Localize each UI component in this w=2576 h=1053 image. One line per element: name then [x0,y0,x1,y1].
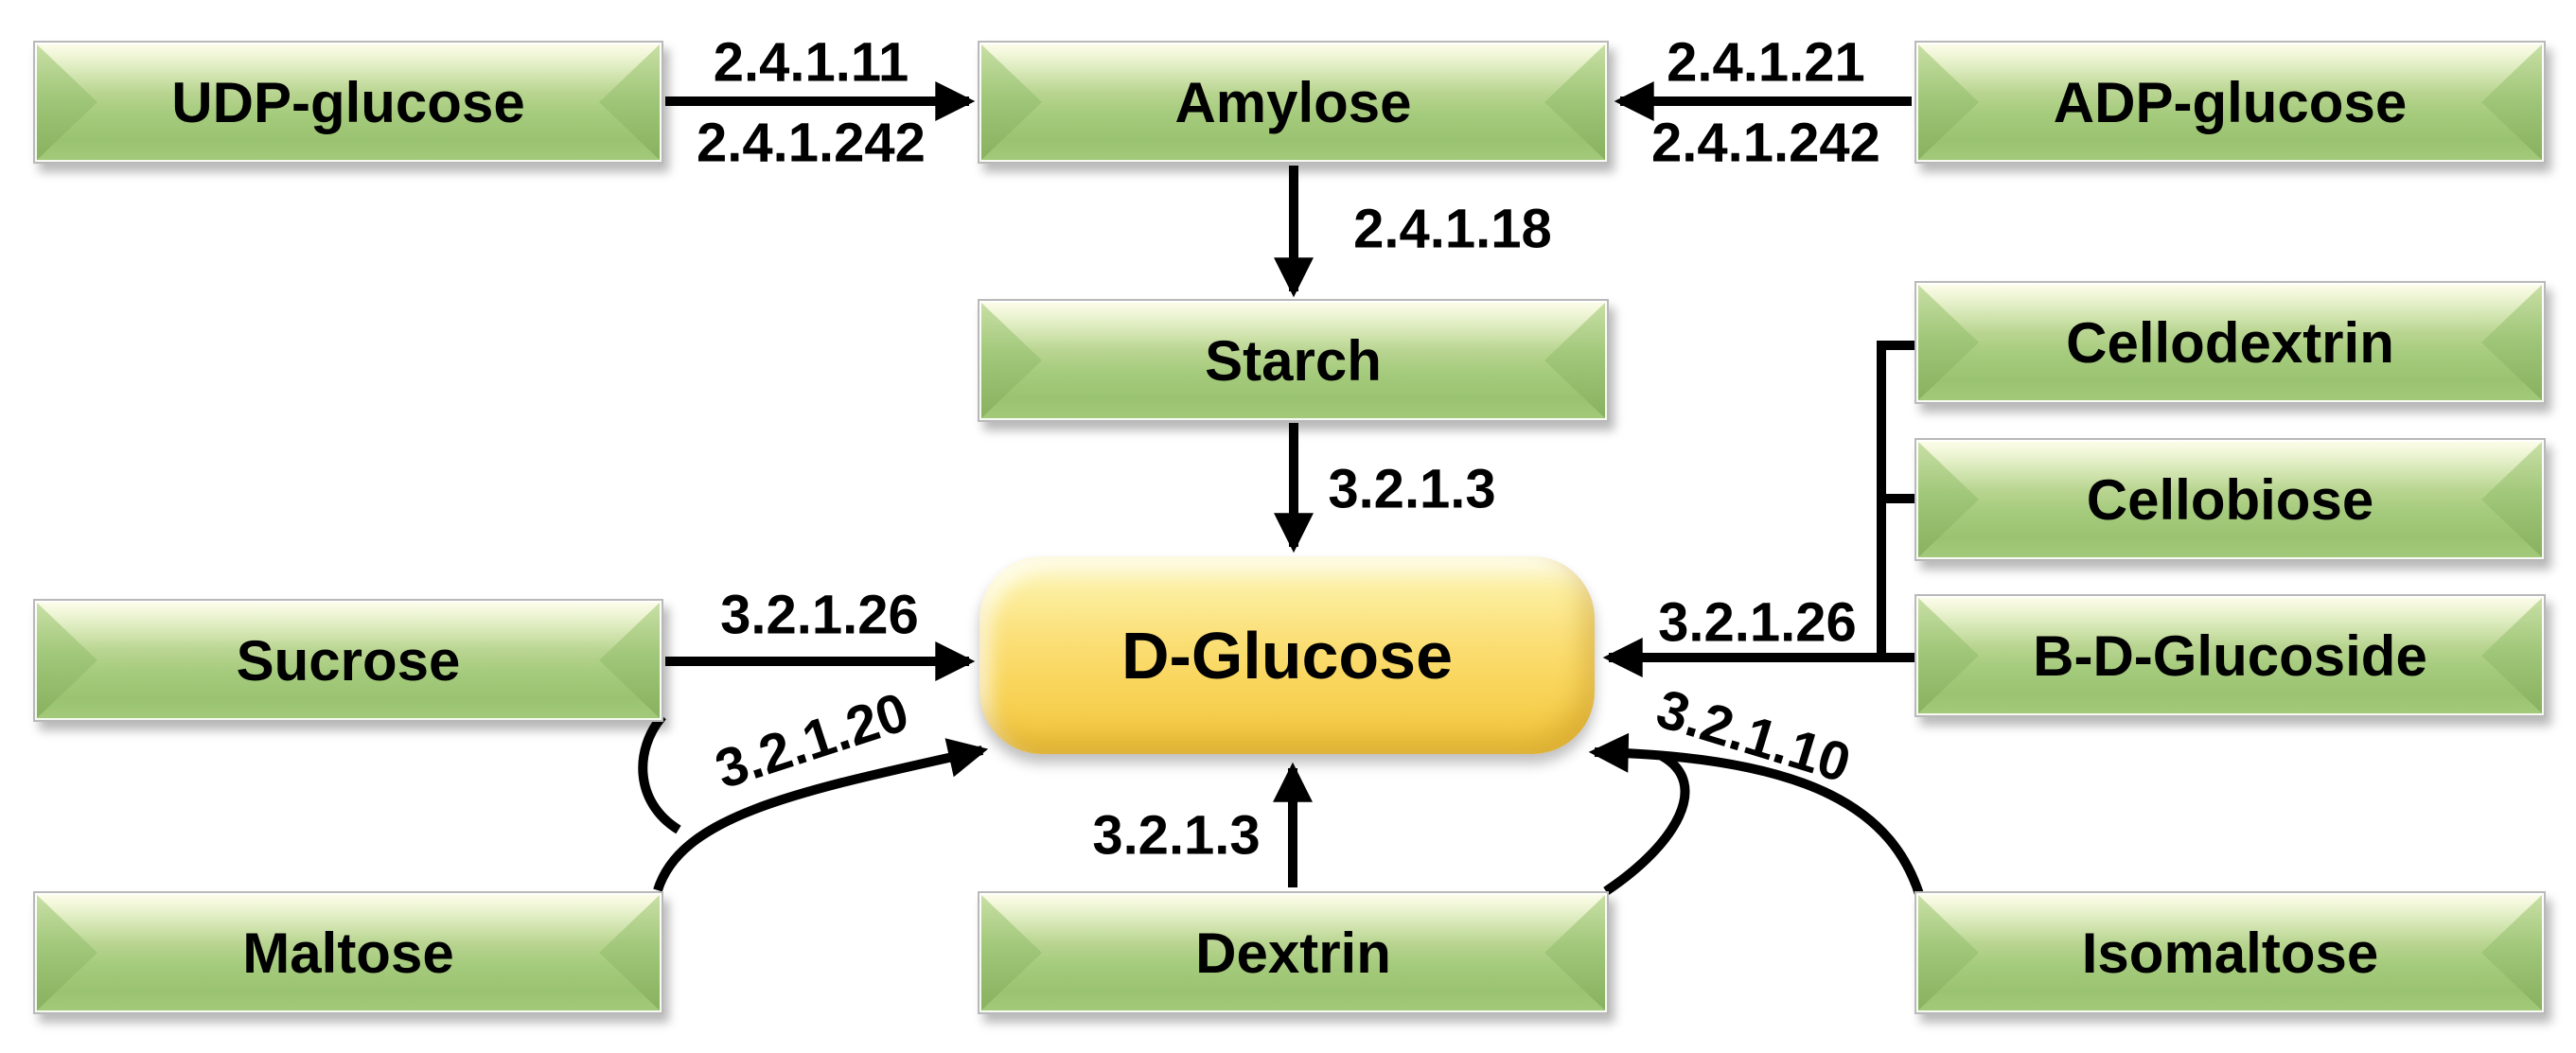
node-d-glucose: D-Glucose [979,556,1595,754]
node-label: Dextrin [1195,921,1391,985]
node-cellodextrin: Cellodextrin [1914,281,2546,404]
node-label: Amylose [1174,70,1412,134]
ec-label-cello-group-glucose: 3.2.1.26 [1658,591,1857,654]
node-maltose: Maltose [33,891,663,1014]
curve-dextrin-branch [1603,751,1690,896]
curve-isomaltose-to-glucose [1588,732,1924,896]
ec-label-sucrose-glucose: 3.2.1.26 [720,584,919,646]
node-label: Starch [1205,328,1382,393]
node-label: ADP-glucose [2053,70,2408,134]
node-sucrose: Sucrose [33,599,663,722]
node-b-d-glucoside: B-D-Glucoside [1914,594,2546,717]
node-udp-glucose: UDP-glucose [33,41,663,164]
node-label: UDP-glucose [171,70,525,134]
node-label: D-Glucose [1120,618,1454,693]
ec-label-amylose-starch: 2.4.1.18 [1353,198,1552,260]
node-label: Maltose [242,921,454,985]
node-label: B-D-Glucoside [2033,623,2427,688]
node-label: Cellodextrin [2066,310,2394,375]
node-cellobiose: Cellobiose [1914,438,2546,561]
curve-maltose-to-glucose [653,738,989,892]
ec-label-udp-amylose-top: 2.4.1.11 [713,31,909,94]
bracket-cello-group [1877,341,1919,662]
ec-label-starch-glucose: 3.2.1.3 [1328,458,1496,520]
ec-label-adp-amylose-bottom: 2.4.1.242 [1651,112,1880,174]
node-amylose: Amylose [978,41,1609,164]
node-label: Cellobiose [2086,467,2374,532]
node-dextrin: Dextrin [978,891,1609,1014]
node-adp-glucose: ADP-glucose [1914,41,2546,164]
node-starch: Starch [978,299,1609,422]
node-isomaltose: Isomaltose [1914,891,2546,1014]
node-label: Isomaltose [2081,921,2379,985]
ec-label-adp-amylose-top: 2.4.1.21 [1667,31,1865,94]
ec-label-dextrin-glucose: 3.2.1.3 [1092,804,1261,867]
ec-label-udp-amylose-bottom: 2.4.1.242 [697,112,926,174]
node-label: Sucrose [236,628,461,693]
curve-sucrose-branch [638,712,681,834]
